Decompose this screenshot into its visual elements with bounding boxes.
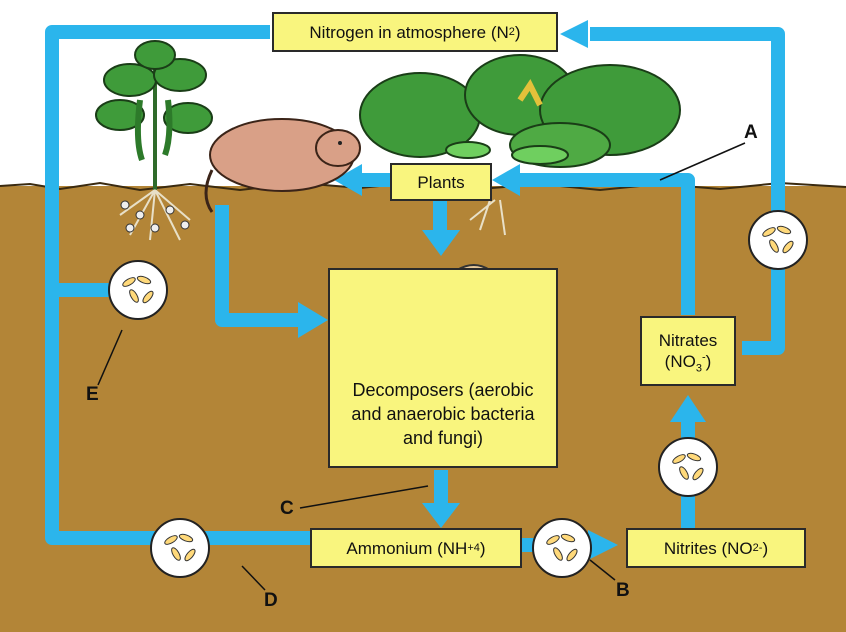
label-b: B [616,580,630,602]
nitrates-line1: Nitrates [659,330,718,351]
label-d: D [264,590,278,612]
ammonium-tail: ) [480,538,486,559]
bacteria-circle-nitrites [659,438,717,496]
label-a: A [744,122,758,144]
bacteria-circle-d [151,519,209,577]
ammonium-box: Ammonium (NH+4) [310,528,522,568]
atmosphere-nitrogen-text: Nitrogen in atmosphere (N [309,22,508,43]
plants-text: Plants [417,172,464,193]
nitrates-formula: (NO [665,352,696,371]
decomposers-text: Decomposers (aerobic and anaerobic bacte… [346,378,540,450]
nitrites-text: Nitrites (NO [664,538,753,559]
nitrates-tail: ) [706,352,712,371]
nitrates-sub: 3 [696,362,702,374]
nitrites-tail: ) [762,538,768,559]
bacteria-circle-e [109,261,167,319]
bacteria-circle-b [533,519,591,577]
bacteria-circle-a [749,211,807,269]
atmosphere-nitrogen-tail: ) [515,22,521,43]
nitrates-line2: (NO3-) [665,351,712,372]
ammonium-text: Ammonium (NH [346,538,467,559]
plants-box: Plants [390,163,492,201]
decomposers-box: Decomposers (aerobic and anaerobic bacte… [328,268,558,468]
nitrates-box: Nitrates (NO3-) [640,316,736,386]
label-c: C [280,498,294,520]
label-e: E [86,384,99,406]
